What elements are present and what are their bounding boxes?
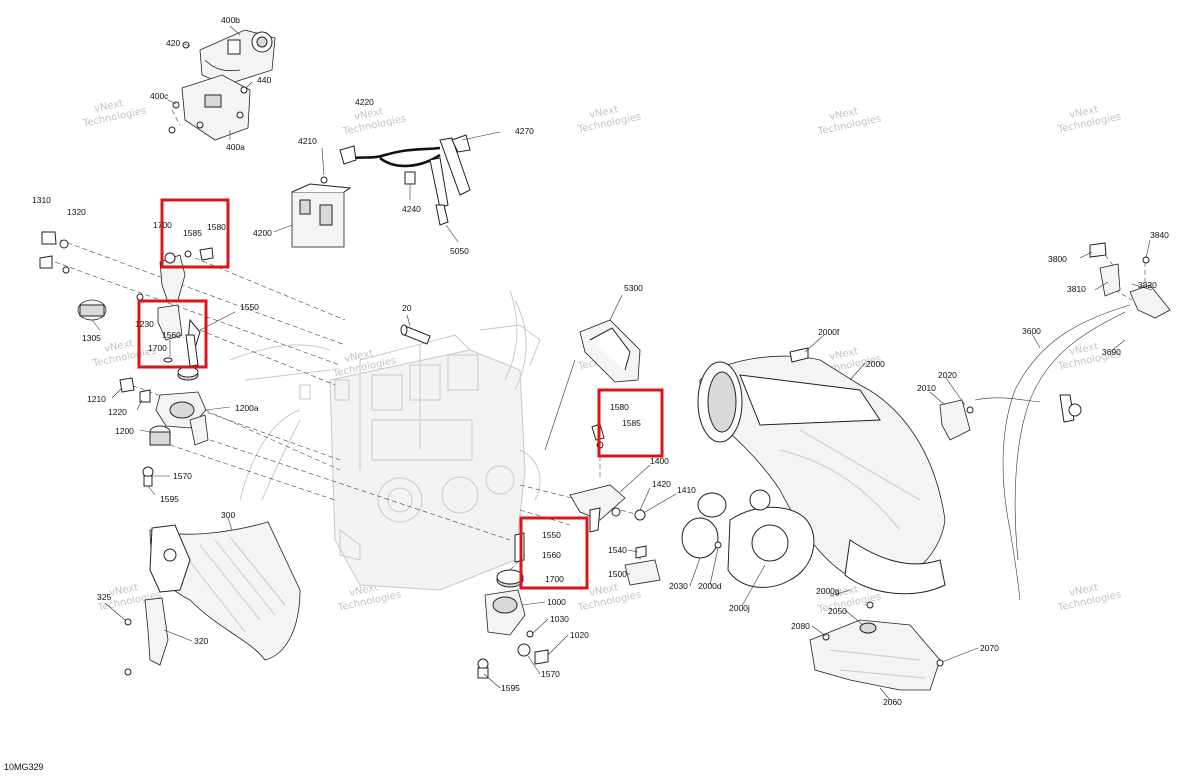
label-3810: 3810 — [1067, 284, 1086, 294]
label-5300: 5300 — [624, 283, 643, 293]
leader-lines — [91, 25, 1153, 701]
label-420: 420 — [166, 38, 180, 48]
label-1500: 1500 — [608, 569, 627, 579]
label-3820: 3820 — [1138, 280, 1157, 290]
label-1570-lower: 1570 — [541, 669, 560, 679]
heat-shield-group — [124, 521, 301, 676]
air-intake-group — [681, 347, 974, 691]
label-4270: 4270 — [515, 126, 534, 136]
label-1000: 1000 — [547, 597, 566, 607]
label-3840: 3840 — [1150, 230, 1169, 240]
label-400c: 400c — [150, 91, 169, 101]
part-labels: 400b 420 440 400c 400a 4220 4210 4270 42… — [32, 15, 1169, 707]
ignition-harness-group — [291, 134, 471, 248]
label-3690: 3690 — [1102, 347, 1121, 357]
label-4220: 4220 — [355, 97, 374, 107]
label-440: 440 — [257, 75, 271, 85]
label-20: 20 — [402, 303, 412, 313]
label-2000j: 2000j — [729, 603, 750, 613]
label-2000g: 2000g — [816, 586, 840, 596]
label-2000f: 2000f — [818, 327, 840, 337]
label-1310: 1310 — [32, 195, 51, 205]
highlight-box-1580-1585-lower — [597, 388, 664, 458]
label-4210: 4210 — [298, 136, 317, 146]
label-1560-upper: 1560 — [162, 330, 181, 340]
label-2070: 2070 — [980, 643, 999, 653]
watermark: vNext Technologies — [341, 106, 407, 138]
label-1305: 1305 — [82, 333, 101, 343]
label-2050: 2050 — [828, 606, 847, 616]
control-module-group — [168, 29, 276, 141]
watermark: vNext Technologies — [1056, 582, 1122, 614]
label-320: 320 — [194, 636, 208, 646]
label-1595-lower: 1595 — [501, 683, 520, 693]
left-mount-group — [39, 231, 214, 487]
highlight-box-1550-1560-1700-lower — [519, 516, 589, 590]
label-1220: 1220 — [108, 407, 127, 417]
label-300: 300 — [221, 510, 235, 520]
label-325: 325 — [97, 592, 111, 602]
label-1540: 1540 — [608, 545, 627, 555]
label-4240: 4240 — [402, 204, 421, 214]
label-1585-upper: 1585 — [183, 228, 202, 238]
highlight-boxes — [137, 198, 664, 590]
label-400a: 400a — [226, 142, 245, 152]
label-2080: 2080 — [791, 621, 810, 631]
label-1210: 1210 — [87, 394, 106, 404]
engine-ghost — [229, 289, 541, 591]
label-3800: 3800 — [1048, 254, 1067, 264]
watermark: vNext Technologies — [576, 104, 642, 136]
label-1570-upper: 1570 — [173, 471, 192, 481]
highlight-box-1560-1700-middle — [137, 299, 208, 369]
label-1580-lower: 1580 — [610, 402, 629, 412]
label-1020: 1020 — [570, 630, 589, 640]
label-1700-middle: 1700 — [148, 343, 167, 353]
throttle-cable-group — [974, 242, 1171, 601]
label-1595-upper: 1595 — [160, 494, 179, 504]
highlight-box-1580-1585-upper — [160, 198, 230, 269]
label-1320: 1320 — [67, 207, 86, 217]
label-2010: 2010 — [917, 383, 936, 393]
label-1585-lower: 1585 — [622, 418, 641, 428]
label-2000: 2000 — [866, 359, 885, 369]
label-1550-lower: 1550 — [542, 530, 561, 540]
label-2020: 2020 — [938, 370, 957, 380]
label-2060: 2060 — [883, 697, 902, 707]
label-400b: 400b — [221, 15, 240, 25]
label-1030: 1030 — [550, 614, 569, 624]
label-3600: 3600 — [1022, 326, 1041, 336]
watermark: vNext Technologies — [1056, 104, 1122, 136]
label-2030: 2030 — [669, 581, 688, 591]
label-1700-lower: 1700 — [545, 574, 564, 584]
label-1200: 1200 — [115, 426, 134, 436]
label-5050: 5050 — [450, 246, 469, 256]
watermark: vNext Technologies — [816, 106, 882, 138]
label-1420: 1420 — [652, 479, 671, 489]
label-1580-upper: 1580 — [207, 222, 226, 232]
label-1550-upper: 1550 — [240, 302, 259, 312]
label-2000d: 2000d — [698, 581, 722, 591]
right-mount-group — [477, 423, 661, 679]
oil-tank-cap-group — [544, 319, 641, 451]
label-1400: 1400 — [650, 456, 669, 466]
label-1410: 1410 — [677, 485, 696, 495]
label-1230: 1230 — [135, 319, 154, 329]
watermark: vNext Technologies — [81, 98, 147, 130]
label-1200a: 1200a — [235, 403, 259, 413]
label-1560-lower: 1560 — [542, 550, 561, 560]
label-4200: 4200 — [253, 228, 272, 238]
diagram-code: 10MG329 — [4, 762, 44, 772]
shaft-part — [400, 324, 431, 345]
